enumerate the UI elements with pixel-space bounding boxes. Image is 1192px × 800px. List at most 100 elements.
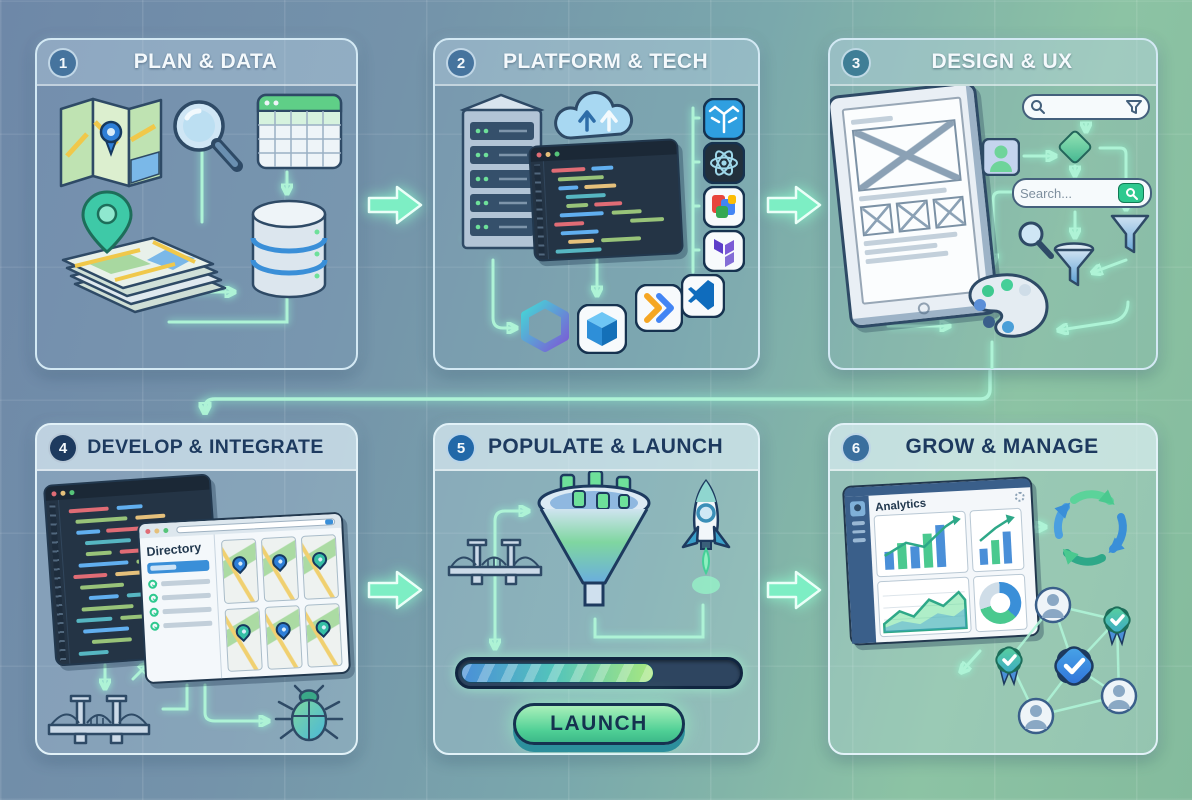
- step-number: 5: [456, 439, 466, 457]
- bridge-icon: [47, 694, 151, 745]
- area-chart-tile: [876, 576, 972, 638]
- launch-button[interactable]: LAUNCH: [513, 703, 685, 745]
- vscode-icon: [681, 274, 725, 318]
- area-chart: [882, 590, 968, 634]
- panel-title: PLATFORM & TECH: [502, 50, 709, 73]
- map-card-grid: [214, 528, 349, 678]
- data-funnel-icon: [537, 471, 651, 607]
- panel-title: DESIGN & UX: [931, 50, 1073, 73]
- search-button[interactable]: [1118, 183, 1144, 203]
- step-number-badge: 1: [48, 48, 78, 78]
- line-number-gutter: [530, 161, 550, 260]
- step-number: 4: [58, 439, 68, 457]
- map-pin-icon: [272, 619, 295, 641]
- verified-badge-green-icon: [1103, 606, 1131, 647]
- panel-title: GROW & MANAGE: [905, 435, 1099, 458]
- map-pin-icon: [269, 550, 291, 572]
- search-placeholder: Search...: [1020, 185, 1073, 201]
- user-network: [995, 586, 1138, 735]
- verified-badge-green-icon: [995, 646, 1023, 687]
- map-card: [300, 534, 340, 600]
- map-pin-icon: [309, 548, 331, 570]
- step-number: 1: [58, 54, 68, 72]
- launch-label: LAUNCH: [550, 712, 648, 735]
- funnel-icon: [1110, 214, 1150, 254]
- map-pin-icon: [313, 617, 335, 639]
- rocket-icon: [681, 478, 731, 594]
- sync-cycle-icon: [1053, 489, 1127, 566]
- panel-platform-tech: 2 PLATFORM & TECH: [433, 38, 760, 370]
- map-card: [264, 604, 303, 670]
- home-button: [917, 301, 931, 316]
- map-card: [224, 606, 263, 672]
- user-avatar-node: [1034, 586, 1072, 624]
- map-pin-icon: [229, 552, 251, 575]
- step-number-badge: 6: [841, 433, 871, 463]
- directory-sidebar: Directory: [139, 534, 222, 683]
- decision-diamond-icon: [1056, 128, 1094, 166]
- step-number: 2: [456, 54, 466, 72]
- search-input[interactable]: Search...: [1012, 178, 1152, 208]
- color-palette-icon: [968, 273, 1049, 338]
- filter-funnel-icon: [1126, 99, 1142, 114]
- progress-fill: [461, 663, 655, 683]
- panel-header: 4 DEVELOP & INTEGRATE: [37, 425, 356, 471]
- list-item: [149, 605, 212, 617]
- panel-header: 1 PLAN & DATA: [37, 40, 356, 86]
- panel-title: PLAN & DATA: [133, 50, 278, 73]
- user-avatar-node: [1100, 677, 1138, 715]
- cloud-upload-icon: [554, 91, 634, 140]
- code-lines: [530, 154, 682, 260]
- magnifier-icon: [1018, 221, 1054, 259]
- user-avatar-icon: [849, 500, 866, 517]
- bar-chart: [884, 515, 961, 570]
- list-item: [148, 591, 211, 603]
- step-number-badge: 3: [841, 48, 871, 78]
- panel-header: 2 PLATFORM & TECH: [435, 40, 758, 86]
- map-card: [260, 536, 300, 602]
- database-icon: [250, 199, 328, 299]
- check-icon: [148, 593, 159, 603]
- step-number: 3: [851, 54, 861, 72]
- panel-develop-integrate: 4 DEVELOP & INTEGRATE: [35, 423, 358, 755]
- react-atom-icon: [703, 142, 745, 184]
- step-number-badge: 4: [48, 433, 78, 463]
- magnifier-icon: [1031, 100, 1045, 114]
- bridge-icon: [447, 538, 543, 586]
- analytics-dashboard-window: Analytics: [841, 476, 1041, 646]
- mini-bar-chart: [979, 514, 1015, 565]
- directory-window: Directory: [136, 511, 352, 685]
- panel-header: 6 GROW & MANAGE: [830, 425, 1156, 471]
- arrow-step4-to-step5: [367, 570, 423, 610]
- magnifier-icon: [1125, 187, 1138, 200]
- step-number-badge: 2: [446, 48, 476, 78]
- branch-tool-icon: [703, 98, 745, 140]
- search-bar-icon[interactable]: [1022, 94, 1150, 120]
- panel-grow-manage: 6 GROW & MANAGE Analytics: [828, 423, 1158, 755]
- panel-plan-data: 1 PLAN & DATA: [35, 38, 358, 370]
- list-item: [147, 577, 210, 589]
- code-editor-window: [528, 138, 684, 262]
- selected-nav-item[interactable]: [147, 559, 210, 575]
- map-pin-icon: [232, 621, 255, 643]
- arrow-step5-to-step6: [766, 570, 822, 610]
- cube-icon: [577, 304, 627, 354]
- data-table-icon: [256, 93, 343, 170]
- arrow-step1-to-step2: [367, 185, 423, 225]
- check-icon: [150, 621, 160, 631]
- hexagon-c-icon: [521, 300, 569, 352]
- funnel-icon: [1053, 242, 1095, 287]
- user-avatar-node: [1017, 697, 1055, 735]
- step-number: 6: [851, 439, 861, 457]
- verified-badge-blue-icon: [1054, 646, 1094, 686]
- directory-title: Directory: [145, 540, 202, 560]
- bar-chart-tile: [873, 510, 969, 578]
- magnifier-icon: [173, 100, 243, 172]
- panel-design-ux: 3 DESIGN & UX: [828, 38, 1158, 370]
- progress-bar: [455, 657, 743, 689]
- map-layers-icon: [61, 190, 227, 314]
- step-number-badge: 5: [446, 433, 476, 463]
- panel-title: POPULATE & LAUNCH: [487, 435, 724, 458]
- server-rack-icon: [459, 93, 545, 250]
